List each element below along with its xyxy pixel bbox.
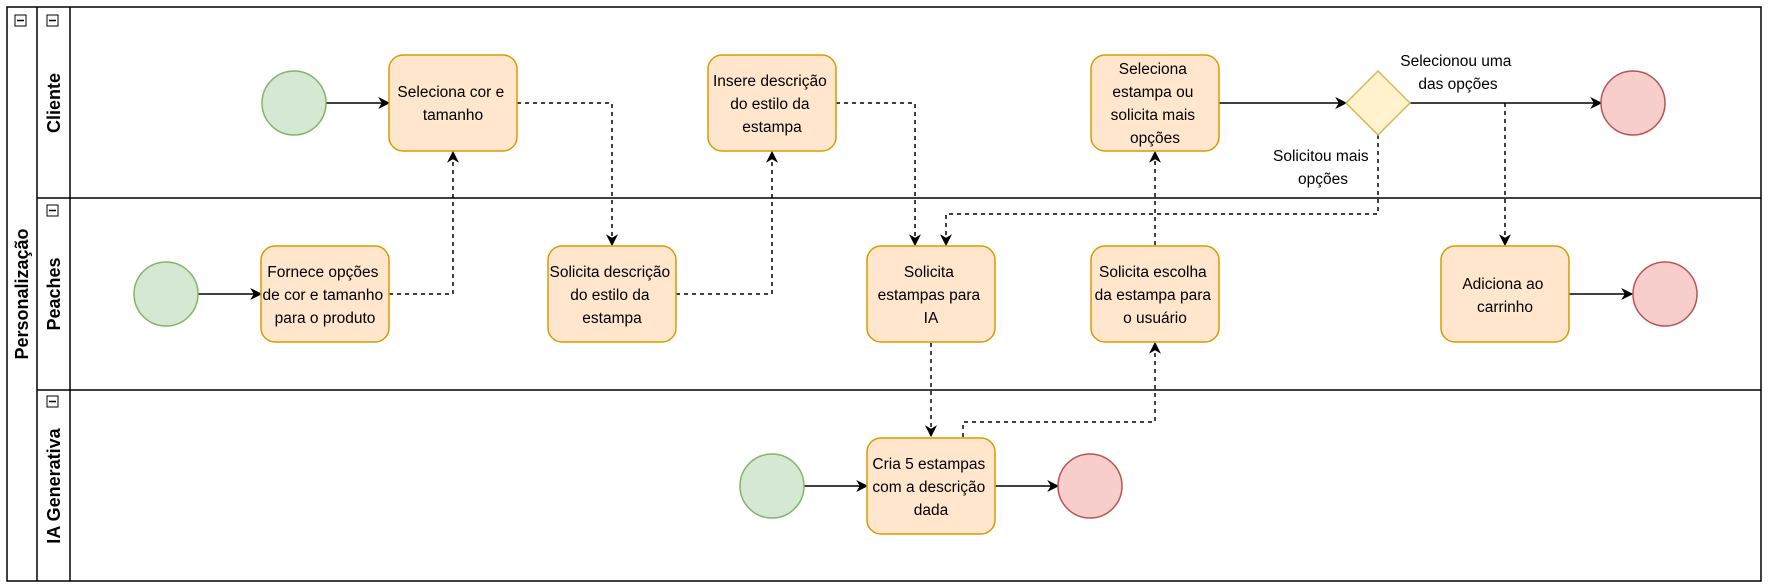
task-solicita-estampas[interactable]: Solicita estampas para IA (866, 245, 996, 343)
lane-peaches-collapse-icon[interactable] (46, 204, 59, 217)
pool-title: Personalização (12, 228, 32, 359)
task-line: Solicita (904, 264, 954, 281)
end-event-ia[interactable] (1057, 453, 1123, 519)
lane-cliente-collapse-icon[interactable] (46, 14, 59, 27)
task-adiciona-carrinho[interactable]: Adiciona ao carrinho (1440, 245, 1570, 343)
svg-text:Adiciona ao carrinho: Adiciona ao carrinho (1462, 276, 1547, 316)
task-line: estampa (582, 310, 642, 327)
start-event-cliente[interactable] (261, 70, 327, 136)
task-line: do estilo da (570, 287, 650, 304)
task-line: de cor e tamanho (263, 287, 384, 304)
task-cria-estampas[interactable]: Cria 5 estampas com a descrição dada (866, 437, 996, 535)
task-line: para o produto (275, 310, 376, 327)
task-fornece-opcoes[interactable]: Fornece opções de cor e tamanho para o p… (260, 245, 390, 343)
pool-collapse-icon[interactable] (14, 14, 27, 27)
task-line: com a descrição (872, 479, 985, 496)
task-line: Solicita descrição (550, 264, 671, 281)
svg-text:Cria 5 estampas com a de: Cria 5 estampas com a descrição dada (872, 456, 989, 519)
task-line: carrinho (1477, 299, 1533, 316)
end-event-cliente[interactable] (1600, 70, 1666, 136)
svg-text:Fornece opções de cor e: Fornece opções de cor e tamanho para o p… (263, 264, 388, 327)
exclusive-gateway[interactable] (1344, 69, 1412, 137)
task-line: estampa ou (1112, 84, 1193, 101)
end-event-peaches[interactable] (1632, 261, 1698, 327)
edge-label-line: das opções (1418, 76, 1498, 93)
lane-ia-collapse-icon[interactable] (46, 395, 59, 408)
lane-title-cliente: Cliente (44, 73, 64, 133)
svg-text:Seleciona cor e tamanho: Seleciona cor e tamanho (397, 84, 508, 124)
edge-label-selecionou: Selecionou uma das opções (1400, 53, 1515, 93)
task-line: IA (924, 310, 939, 327)
task-line: solicita mais (1111, 107, 1196, 124)
svg-text:Solicita escolha da esta: Solicita escolha da estampa para o usuár… (1095, 264, 1216, 327)
task-insere-descricao[interactable]: Insere descrição do estilo da estampa (707, 54, 837, 152)
svg-text:Solicita estampas para: Solicita estampas para IA (878, 264, 985, 327)
flow-fornece-to-seleciona-cor (389, 150, 459, 295)
start-event-peaches[interactable] (133, 261, 199, 327)
svg-text:Solicita descrição do es: Solicita descrição do estilo da estampa (550, 264, 675, 327)
task-seleciona-cor[interactable]: Seleciona cor e tamanho (388, 54, 518, 152)
svg-text:Insere descrição do esti: Insere descrição do estilo da estampa (713, 73, 831, 136)
edge-label-line: opções (1298, 171, 1348, 188)
flow-insere-to-solicita-estampas (836, 102, 921, 247)
task-line: tamanho (423, 107, 483, 124)
flow-solicita-descricao-to-insere (676, 150, 778, 295)
edge-label-solicitou: Solicitou mais opções (1273, 148, 1373, 188)
task-line: opções (1130, 130, 1180, 147)
lane-title-ia: IA Generativa (44, 427, 64, 543)
task-seleciona-estampa[interactable]: Seleciona estampa ou solicita mais opçõe… (1090, 54, 1220, 152)
task-line: estampa (742, 119, 802, 136)
task-solicita-descricao[interactable]: Solicita descrição do estilo da estampa (547, 245, 677, 343)
task-line: Insere descrição (713, 73, 827, 90)
task-line: Seleciona cor e (397, 84, 504, 101)
lane-title-peaches: Peaches (44, 257, 64, 330)
task-line: da estampa para (1095, 287, 1212, 304)
edge-label-line: Solicitou mais (1273, 148, 1369, 165)
start-event-ia[interactable] (739, 453, 805, 519)
task-line: o usuário (1123, 310, 1187, 327)
task-line: estampas para (878, 287, 981, 304)
task-solicita-escolha[interactable]: Solicita escolha da estampa para o usuár… (1090, 245, 1220, 343)
task-line: Adiciona ao (1462, 276, 1543, 293)
message-flows (389, 102, 1511, 438)
edge-label-line: Selecionou uma (1400, 53, 1512, 70)
task-line: Solicita escolha (1099, 264, 1207, 281)
task-line: dada (914, 502, 949, 519)
task-line: Cria 5 estampas (872, 456, 985, 473)
task-line: Seleciona (1119, 61, 1187, 78)
task-line: do estilo da (730, 96, 810, 113)
svg-text:Seleciona estampa ou: Seleciona estampa ou solicita mais opçõe… (1111, 61, 1200, 147)
task-line: Fornece opções (267, 264, 378, 281)
